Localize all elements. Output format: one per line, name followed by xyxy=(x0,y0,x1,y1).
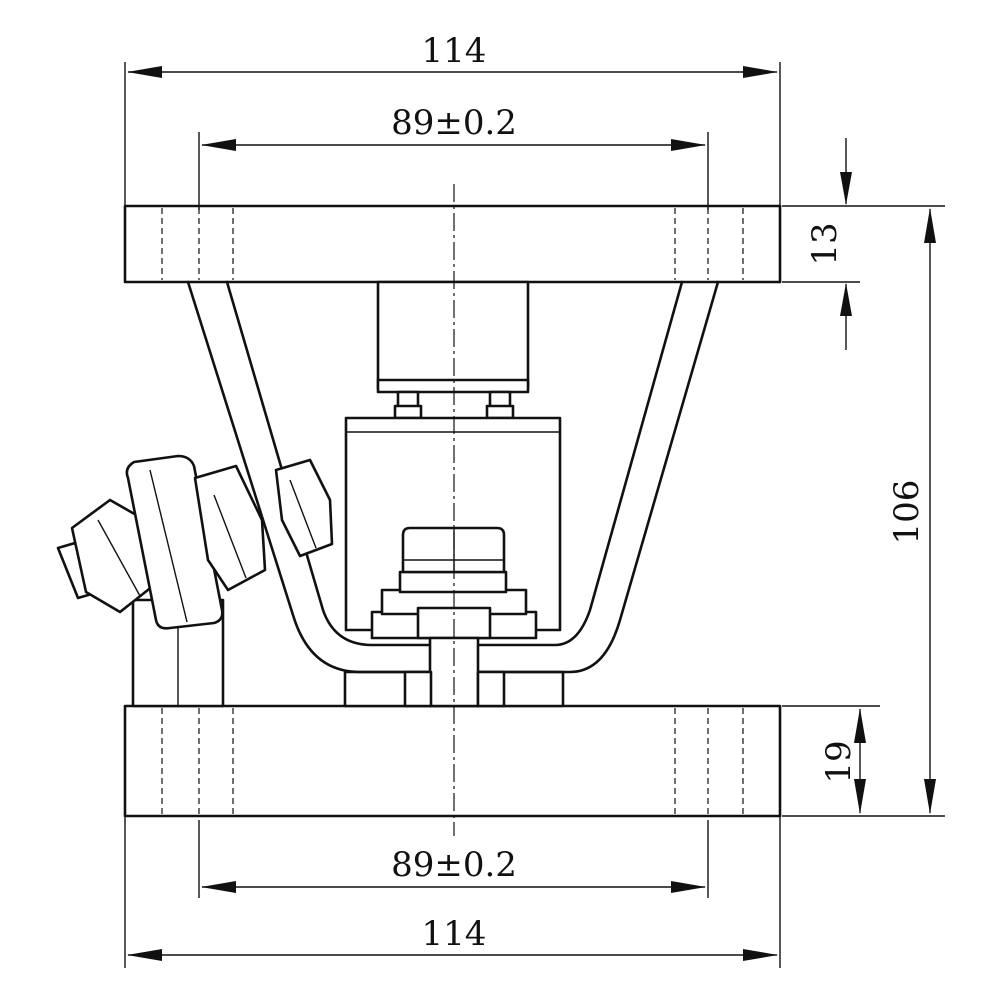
dim-label-bottom-89: 89±0.2 xyxy=(391,845,517,885)
dim-bottom-plate-thickness: 19 xyxy=(819,708,866,814)
dim-label-19: 19 xyxy=(819,740,859,783)
bottom-plate xyxy=(123,704,782,818)
dim-label-bottom-114: 114 xyxy=(422,914,487,954)
dim-overall-height: 106 xyxy=(887,208,936,814)
side-limit-bolt xyxy=(56,454,334,708)
dim-bottom-overall-width: 114 xyxy=(127,914,778,961)
dim-top-hole-spacing: 89±0.2 xyxy=(201,103,706,151)
u-strap xyxy=(186,280,720,674)
dim-label-13: 13 xyxy=(805,222,845,265)
dim-label-106: 106 xyxy=(887,480,927,545)
dim-bottom-hole-spacing: 89±0.2 xyxy=(201,845,706,893)
dim-top-plate-thickness: 13 xyxy=(805,138,852,350)
dim-label-top-89: 89±0.2 xyxy=(391,103,517,143)
dim-label-top-114: 114 xyxy=(422,31,487,71)
dim-top-overall-width: 114 xyxy=(127,31,778,78)
extension-lines xyxy=(124,62,945,968)
top-plate xyxy=(123,204,782,284)
load-button xyxy=(376,280,530,394)
